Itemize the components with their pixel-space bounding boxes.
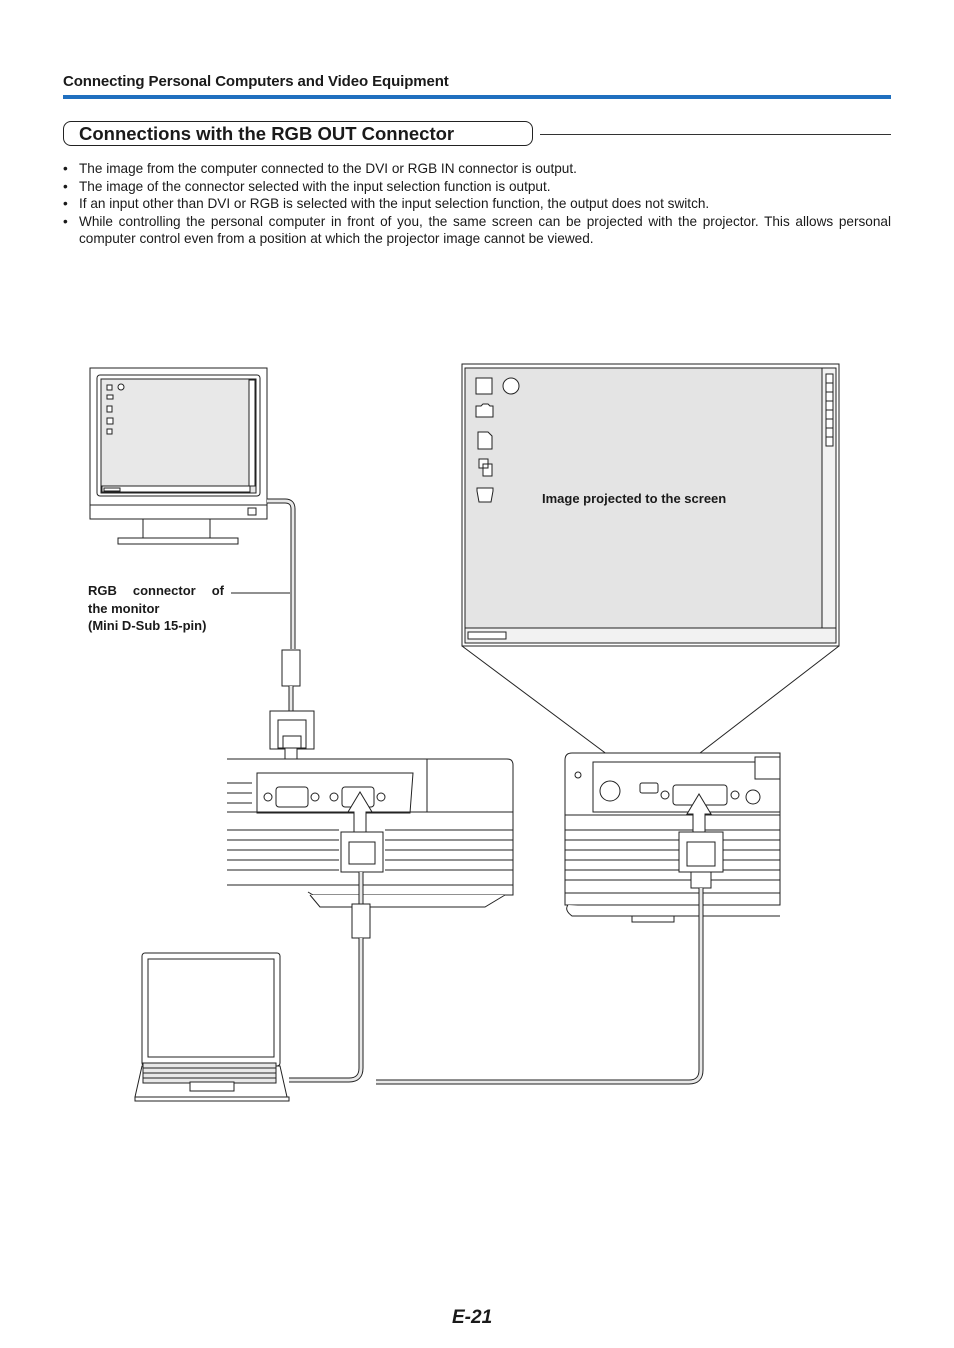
arrow-up-icon [347,791,373,833]
usb-port [639,782,659,794]
dvi-connector [678,831,724,873]
bullet-item: While controlling the personal computer … [63,213,891,248]
screen-label: Image projected to the screen [542,491,727,506]
trash-icon [476,487,494,503]
documents-icon [478,458,493,477]
section-header: Connecting Personal Computers and Video … [63,73,449,90]
header-rule [63,95,891,99]
rgb-connector-monitor [269,710,315,750]
document-icon [477,431,493,450]
page-number: E-21 [452,1307,493,1328]
title-rule [540,134,891,135]
projector-front-panel [564,752,781,923]
s-video-port [599,780,621,802]
monitor-connector-label-line2: the monitor [88,601,160,616]
ferrite-core [281,649,301,687]
monitor-connector-label-line1: RGB connector of [88,583,224,598]
drive-icon [475,377,493,395]
laptop-computer [134,952,290,1102]
folder-icon [475,403,494,418]
ferrite-core [351,903,371,939]
desktop-monitor [89,367,268,545]
rgb-out-port [275,786,309,808]
bullet-item: The image of the connector selected with… [63,178,891,196]
monitor-connector-label-line3: (Mini D-Sub 15-pin) [88,618,207,633]
section-title: Connections with the RGB OUT Connector [63,121,533,146]
projected-screen [461,363,840,647]
arrow-up-icon [686,793,712,833]
disc-icon [502,377,520,395]
bullet-list: The image from the computer connected to… [63,160,891,248]
screen-scrollbar-ticks [825,373,834,447]
bullet-item: If an input other than DVI or RGB is sel… [63,195,891,213]
rgb-connector-laptop [340,831,384,873]
bullet-item: The image from the computer connected to… [63,160,891,178]
